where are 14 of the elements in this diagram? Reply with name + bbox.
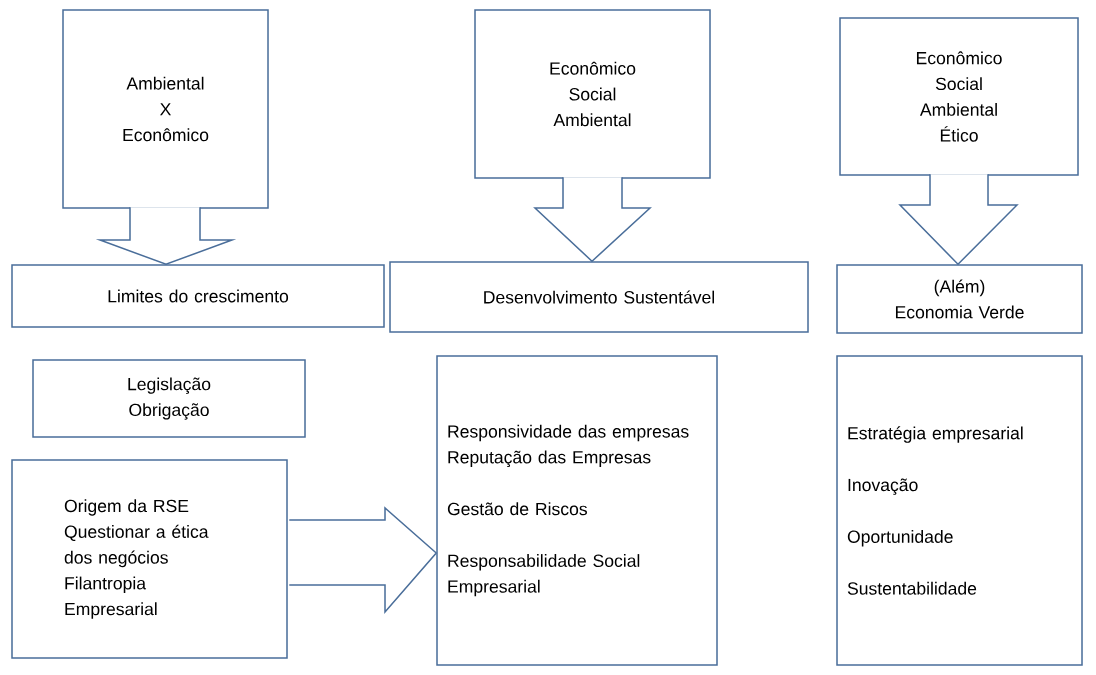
text-box: Desenvolvimento Sustentável: [389, 261, 809, 333]
text-box: Ambiental X Econômico: [62, 9, 269, 209]
text-box: (Além) Economia Verde: [836, 264, 1083, 334]
block-arrow: [533, 176, 652, 263]
block-arrow: [288, 506, 438, 615]
text-box: Limites do crescimento: [11, 264, 385, 328]
text-box: Econômico Social Ambiental Ético: [839, 17, 1079, 176]
text-box: Econômico Social Ambiental: [474, 9, 711, 179]
block-arrow: [898, 173, 1019, 266]
text-box: Estratégia empresarial Inovação Oportunidade Sustentabilidade: [836, 355, 1083, 666]
text-box: Legislação Obrigação: [32, 359, 306, 438]
text-box: Origem da RSE Questionar a ética dos negócios Filantropia Empresarial: [11, 459, 288, 659]
text-box: Responsividade das empresas Reputação das Empresas Gestão de Riscos Responsabilidade Social Empresarial: [436, 355, 718, 666]
block-arrow: [95, 206, 237, 266]
